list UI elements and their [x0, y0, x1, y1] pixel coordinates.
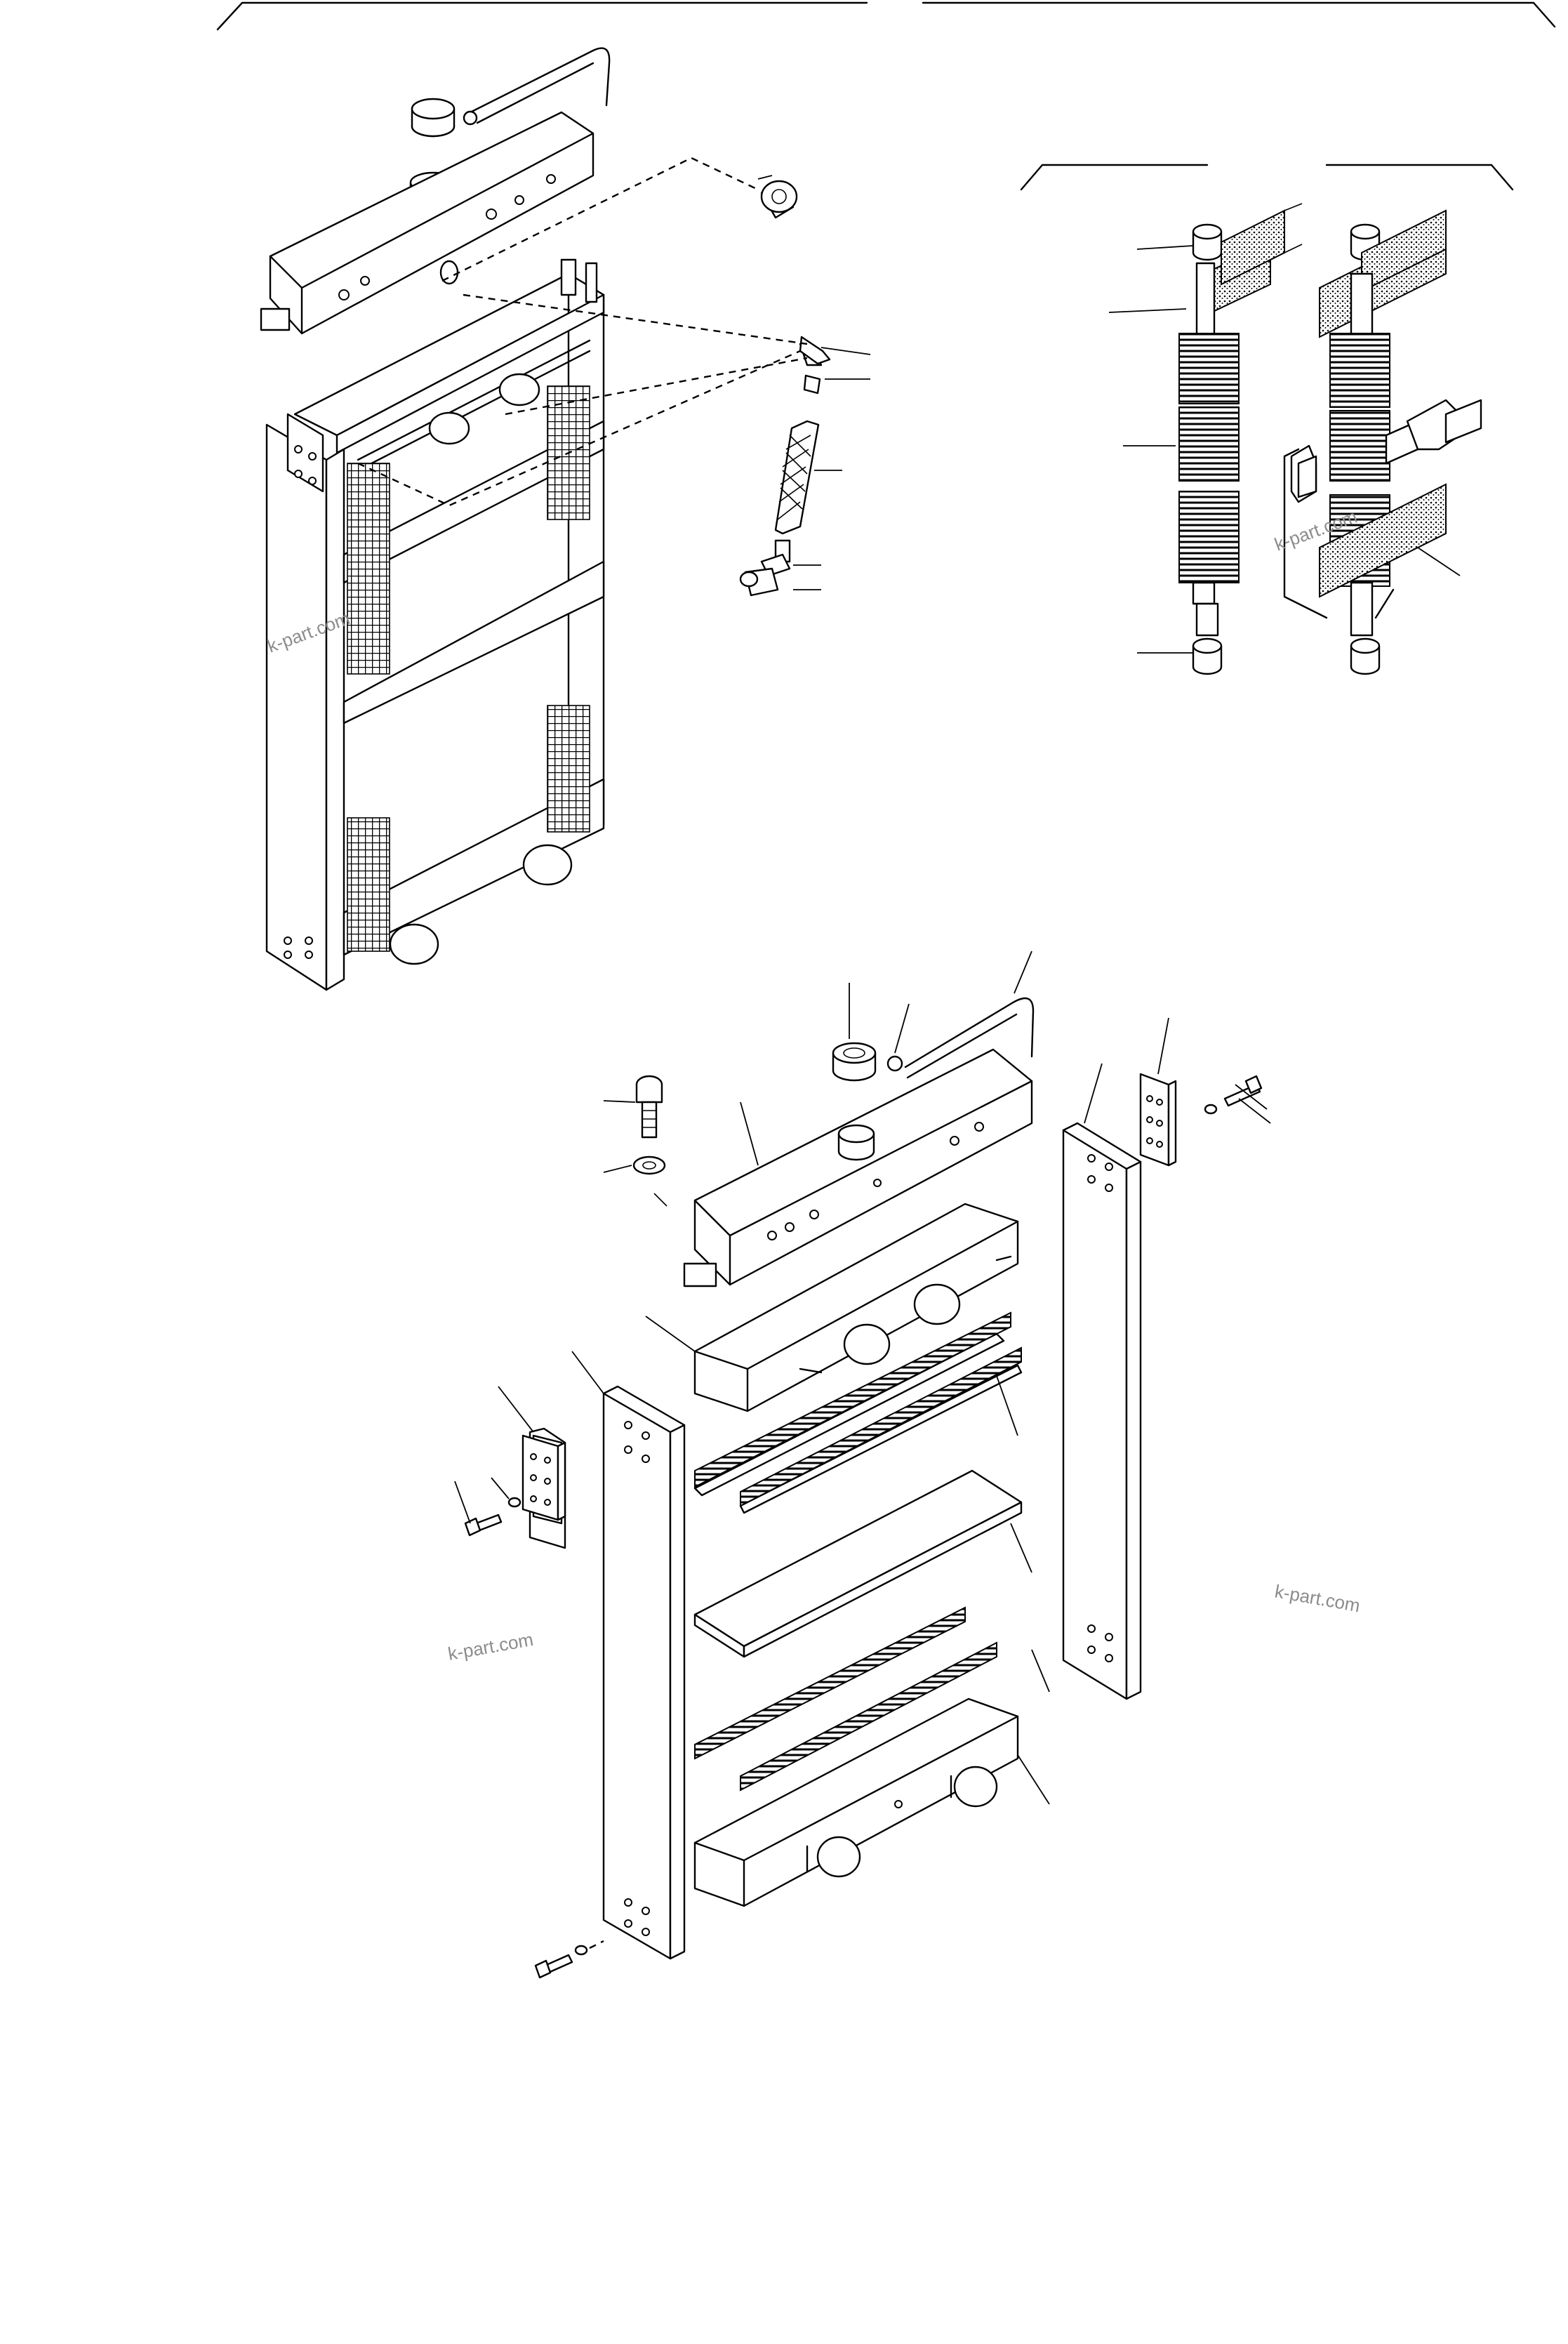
mesh-panel-icon [347, 463, 390, 675]
upper-tank-icon [683, 1048, 1033, 1287]
side-plate-icon [602, 1385, 686, 1960]
lower-tank-icon [693, 1697, 1019, 1907]
clamp-icon [886, 1055, 903, 1072]
core-plate-icon [693, 1469, 1023, 1658]
radiator-cap-icon [832, 1042, 877, 1082]
page-frame [216, 1, 1556, 31]
bolt-icon [464, 1497, 521, 1537]
pipe-outlet-icon [389, 373, 573, 965]
leader-lines [757, 175, 871, 590]
bolt-icon [635, 1075, 663, 1139]
bolt-icon [1204, 1075, 1263, 1115]
mesh-panel-icon [347, 817, 390, 952]
fin-detail: k-part.com [1020, 164, 1514, 675]
assembled-radiator: k-part.com [260, 47, 871, 991]
connection-lines [357, 157, 808, 507]
washer-icon [632, 1156, 667, 1207]
seal-icon [1192, 223, 1223, 675]
radiator-frame-icon [265, 258, 605, 991]
fin-block-icon [1178, 333, 1240, 404]
bolt-icon [534, 1945, 588, 1979]
clip-bracket-icon [1290, 399, 1482, 503]
upper-tank-icon [260, 111, 594, 335]
leader-lines [454, 951, 1271, 1805]
overflow-tube-icon [463, 47, 611, 126]
fin-block-icon [1178, 491, 1240, 583]
overflow-tube-icon [904, 997, 1035, 1079]
drain-hose-icon [739, 180, 831, 597]
fin-block-icon [1178, 406, 1240, 482]
fin-strip-icon [693, 1311, 1023, 1514]
core-block-icon [693, 1203, 1019, 1412]
fin-strip-icon [694, 1606, 997, 1792]
bracket-icon [521, 1434, 566, 1521]
watermark-text: k-part.com [446, 1629, 535, 1664]
radiator-cap-icon [411, 98, 456, 138]
bracket-icon [1139, 1073, 1177, 1167]
side-plate-icon [1062, 1122, 1142, 1700]
exploded-radiator: k-part.com k-part.com [446, 951, 1362, 1979]
watermark-text: k-part.com [1273, 1580, 1362, 1616]
mesh-panel-icon [547, 705, 590, 833]
